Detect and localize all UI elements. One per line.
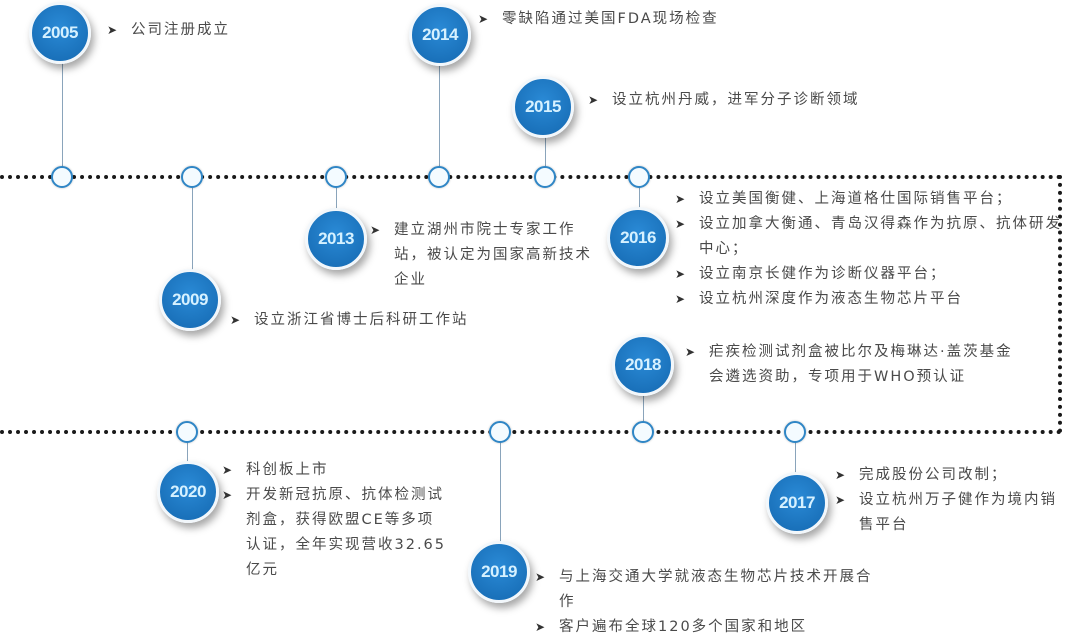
event-stem-line: [439, 35, 440, 177]
year-badge-2013: 2013: [305, 208, 367, 270]
year-badge-2016: 2016: [607, 207, 669, 269]
event-item-text: 疟疾检测试剂盒被比尔及梅琳达·盖茨基金会遴选资助，专项用于WHO预认证: [709, 344, 1013, 385]
year-badge-2019: 2019: [468, 541, 530, 603]
event-description-2016: ➤ 设立美国衡健、上海道格仕国际销售平台； ➤ 设立加拿大衡通、青岛汉得森作为抗原、抗…: [675, 187, 1075, 312]
timeline-node-2014: [428, 166, 450, 188]
event-item: ➤ 设立加拿大衡通、青岛汉得森作为抗原、抗体研发中心；: [675, 212, 1075, 262]
arrow-bullet-icon: ➤: [685, 345, 698, 359]
year-badge-2020: 2020: [157, 461, 219, 523]
event-stem-line: [192, 177, 193, 300]
year-badge-2014: 2014: [409, 4, 471, 66]
arrow-bullet-icon: ➤: [222, 488, 235, 502]
event-item: ➤ 建立湖州市院士专家工作站，被认定为国家高新技术企业: [370, 218, 595, 293]
event-item-text: 客户遍布全球120多个国家和地区: [559, 619, 808, 635]
arrow-bullet-icon: ➤: [535, 620, 548, 634]
event-stem-line: [795, 432, 796, 503]
timeline-node-2020: [176, 421, 198, 443]
timeline-bottom-line: [0, 430, 1062, 434]
timeline-node-2005: [51, 166, 73, 188]
arrow-bullet-icon: ➤: [835, 493, 848, 507]
event-item-text: 设立杭州深度作为液态生物芯片平台: [699, 291, 963, 307]
event-item: ➤ 科创板上市: [222, 458, 447, 483]
event-description-2013: ➤ 建立湖州市院士专家工作站，被认定为国家高新技术企业: [370, 218, 595, 293]
event-description-2005: ➤ 公司注册成立: [107, 18, 307, 43]
event-description-2019: ➤ 与上海交通大学就液态生物芯片技术开展合作 ➤ 客户遍布全球120多个国家和地区: [535, 565, 875, 640]
event-description-2017: ➤ 完成股份公司改制； ➤ 设立杭州万子健作为境内销售平台: [835, 463, 1060, 538]
event-item-text: 设立浙江省博士后科研工作站: [254, 312, 469, 328]
event-item: ➤ 设立杭州丹威，进军分子诊断领域: [588, 88, 878, 113]
timeline-top-line: [0, 175, 1062, 179]
arrow-bullet-icon: ➤: [478, 12, 491, 26]
arrow-bullet-icon: ➤: [675, 217, 688, 231]
year-badge-2017: 2017: [766, 472, 828, 534]
event-item: ➤ 疟疾检测试剂盒被比尔及梅琳达·盖茨基金会遴选资助，专项用于WHO预认证: [685, 340, 1015, 390]
year-badge-2009: 2009: [159, 269, 221, 331]
timeline-node-2009: [181, 166, 203, 188]
event-item: ➤ 与上海交通大学就液态生物芯片技术开展合作: [535, 565, 875, 615]
arrow-bullet-icon: ➤: [675, 192, 688, 206]
event-stem-line: [500, 432, 501, 572]
event-item-text: 与上海交通大学就液态生物芯片技术开展合作: [559, 569, 873, 610]
timeline-node-2016: [628, 166, 650, 188]
arrow-bullet-icon: ➤: [107, 23, 120, 37]
event-stem-line: [62, 33, 63, 177]
year-badge-2018: 2018: [612, 334, 674, 396]
event-item-text: 开发新冠抗原、抗体检测试剂盒，获得欧盟CE等多项认证，全年实现营收32.65亿元: [246, 487, 447, 578]
event-item-text: 设立美国衡健、上海道格仕国际销售平台；: [699, 191, 1013, 207]
year-badge-2015: 2015: [512, 76, 574, 138]
arrow-bullet-icon: ➤: [588, 93, 601, 107]
timeline-connector-line: [1058, 175, 1062, 433]
event-item: ➤ 零缺陷通过美国FDA现场检查: [478, 7, 798, 32]
event-description-2009: ➤ 设立浙江省博士后科研工作站: [230, 308, 550, 333]
event-description-2020: ➤ 科创板上市 ➤ 开发新冠抗原、抗体检测试剂盒，获得欧盟CE等多项认证，全年实现营收…: [222, 458, 447, 583]
event-item-text: 科创板上市: [246, 462, 329, 478]
arrow-bullet-icon: ➤: [535, 570, 548, 584]
event-item-text: 公司注册成立: [131, 22, 230, 38]
event-item-text: 设立杭州丹威，进军分子诊断领域: [612, 92, 860, 108]
event-item-text: 设立加拿大衡通、青岛汉得森作为抗原、抗体研发中心；: [699, 216, 1062, 257]
event-item: ➤ 设立杭州深度作为液态生物芯片平台: [675, 287, 1075, 312]
event-item: ➤ 客户遍布全球120多个国家和地区: [535, 615, 875, 640]
event-item-text: 设立南京长健作为诊断仪器平台；: [699, 266, 947, 282]
timeline-node-2019: [489, 421, 511, 443]
event-description-2018: ➤ 疟疾检测试剂盒被比尔及梅琳达·盖茨基金会遴选资助，专项用于WHO预认证: [685, 340, 1015, 390]
year-badge-2005: 2005: [29, 2, 91, 64]
arrow-bullet-icon: ➤: [222, 463, 235, 477]
arrow-bullet-icon: ➤: [675, 267, 688, 281]
event-description-2014: ➤ 零缺陷通过美国FDA现场检查: [478, 7, 798, 32]
arrow-bullet-icon: ➤: [675, 292, 688, 306]
event-item: ➤ 开发新冠抗原、抗体检测试剂盒，获得欧盟CE等多项认证，全年实现营收32.65亿…: [222, 483, 447, 583]
event-item-text: 完成股份公司改制；: [859, 467, 1008, 483]
event-item: ➤ 设立杭州万子健作为境内销售平台: [835, 488, 1060, 538]
arrow-bullet-icon: ➤: [835, 468, 848, 482]
event-item: ➤ 设立美国衡健、上海道格仕国际销售平台；: [675, 187, 1075, 212]
event-item-text: 零缺陷通过美国FDA现场检查: [502, 11, 719, 27]
event-item: ➤ 公司注册成立: [107, 18, 307, 43]
event-stem-line: [643, 365, 644, 432]
event-item: ➤ 设立浙江省博士后科研工作站: [230, 308, 550, 333]
timeline-node-2015: [534, 166, 556, 188]
event-description-2015: ➤ 设立杭州丹威，进军分子诊断领域: [588, 88, 878, 113]
timeline-node-2017: [784, 421, 806, 443]
arrow-bullet-icon: ➤: [370, 223, 383, 237]
event-item-text: 设立杭州万子健作为境内销售平台: [859, 492, 1057, 533]
arrow-bullet-icon: ➤: [230, 313, 243, 327]
event-stem-line: [545, 107, 546, 177]
event-item: ➤ 设立南京长健作为诊断仪器平台；: [675, 262, 1075, 287]
timeline-node-2013: [325, 166, 347, 188]
timeline-node-2018: [632, 421, 654, 443]
event-item-text: 建立湖州市院士专家工作站，被认定为国家高新技术企业: [394, 222, 592, 288]
event-item: ➤ 完成股份公司改制；: [835, 463, 1060, 488]
